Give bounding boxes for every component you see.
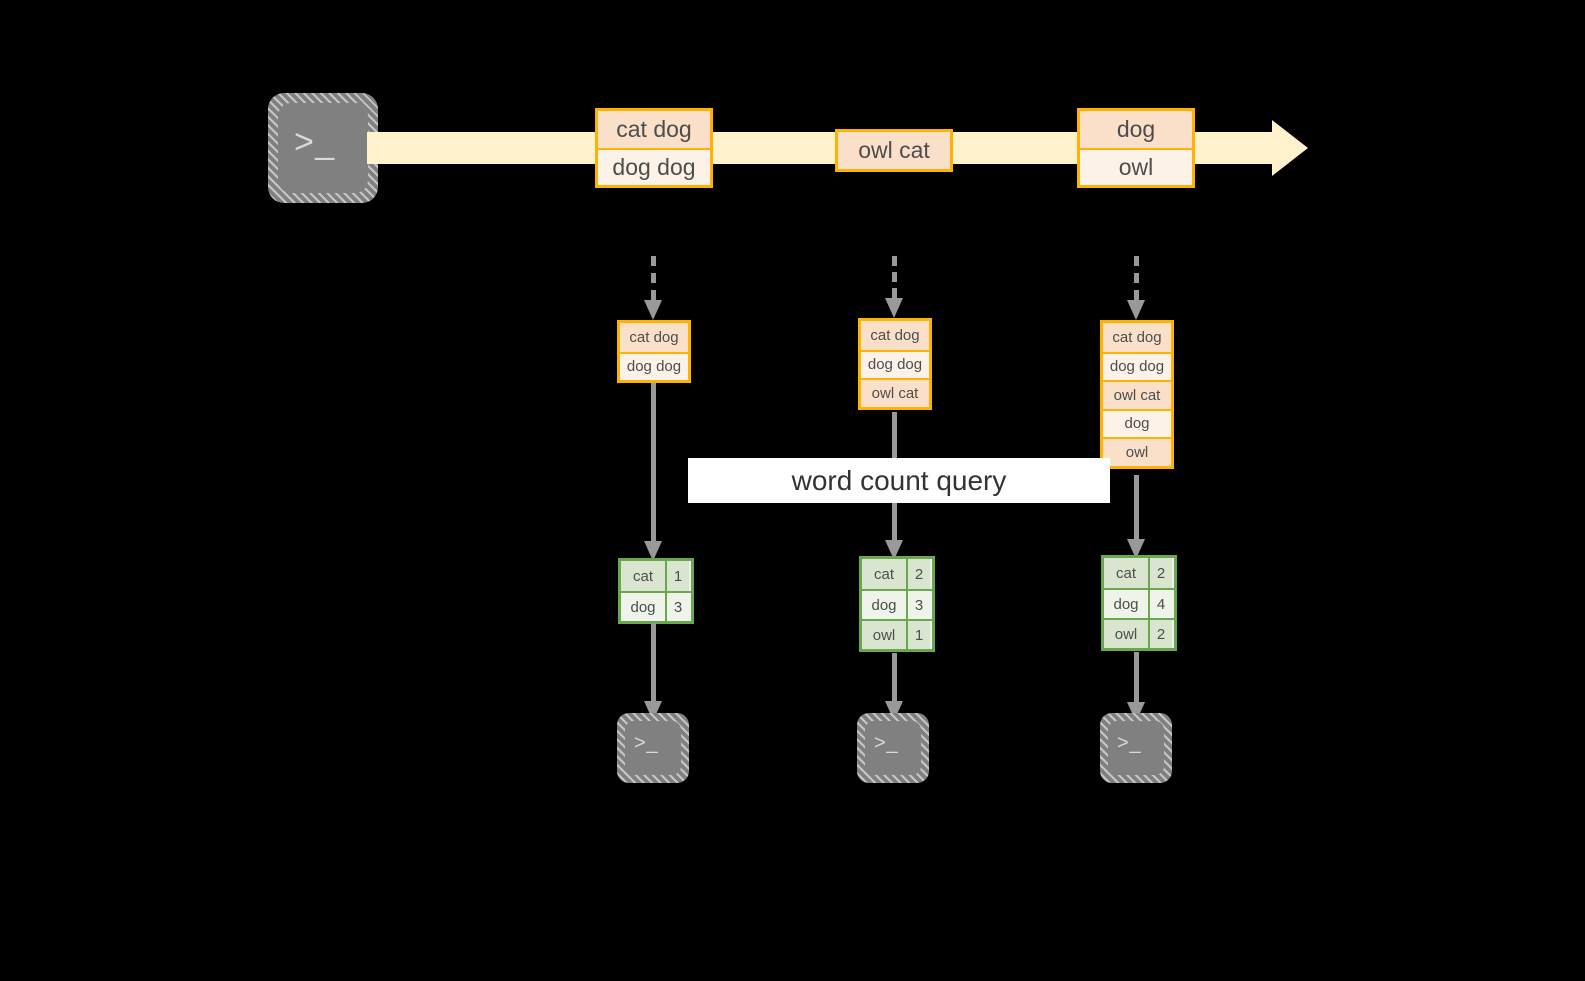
stream-group-2: owl cat (835, 129, 953, 172)
snapshot-input-record: dog (1103, 408, 1171, 437)
snapshot-1-input-stack: cat dog dog dog (617, 320, 691, 383)
stream-to-snapshot-connector-3 (1127, 256, 1145, 320)
query-connector-3 (1127, 475, 1145, 559)
result-row: cat 1 (621, 561, 691, 591)
stream-record: dog dog (598, 148, 710, 185)
result-count: 1 (906, 621, 930, 649)
stream-arrow-head (1272, 120, 1308, 176)
terminal-prompt-glyph: >_ (1117, 732, 1142, 754)
result-row: cat 2 (862, 559, 932, 589)
stream-record: dog (1080, 111, 1192, 148)
snapshot-input-record: cat dog (620, 323, 688, 352)
result-word: dog (621, 593, 665, 621)
result-word: cat (621, 561, 665, 591)
snapshot-input-record: dog dog (1103, 351, 1171, 380)
snapshot-3-input-stack: cat dog dog dog owl cat dog owl (1100, 320, 1174, 469)
result-word: dog (862, 591, 906, 619)
snapshot-input-record: owl (1103, 437, 1171, 466)
stream-record: cat dog (598, 111, 710, 148)
snapshot-2-input-stack: cat dog dog dog owl cat (858, 318, 932, 410)
result-word: owl (862, 621, 906, 649)
result-word: cat (1104, 558, 1148, 588)
stream-record: owl (1080, 148, 1192, 185)
result-count: 2 (1148, 558, 1172, 588)
snapshot-input-record: owl cat (861, 378, 929, 407)
result-row: owl 2 (1104, 618, 1174, 648)
terminal-screen (625, 721, 681, 775)
snapshot-2-sink-terminal-icon: >_ (857, 713, 929, 783)
result-row: dog 3 (621, 591, 691, 621)
snapshot-1-sink-terminal-icon: >_ (617, 713, 689, 783)
result-to-sink-connector-2 (885, 653, 903, 721)
snapshot-3-result-table: cat 2 dog 4 owl 2 (1101, 555, 1177, 651)
result-count: 4 (1148, 590, 1172, 618)
stream-to-snapshot-connector-1 (644, 256, 662, 320)
snapshot-3-sink-terminal-icon: >_ (1100, 713, 1172, 783)
snapshot-1-result-table: cat 1 dog 3 (618, 558, 694, 624)
result-row: dog 3 (862, 589, 932, 619)
result-count: 2 (1148, 620, 1172, 648)
terminal-prompt-glyph: >_ (874, 732, 899, 754)
result-to-sink-connector-1 (644, 623, 662, 721)
result-count: 3 (906, 591, 930, 619)
result-word: dog (1104, 590, 1148, 618)
query-connector-1 (644, 383, 662, 561)
result-count: 1 (665, 561, 689, 591)
terminal-prompt-glyph: >_ (294, 123, 336, 161)
result-row: owl 1 (862, 619, 932, 649)
result-word: owl (1104, 620, 1148, 648)
result-row: cat 2 (1104, 558, 1174, 588)
result-row: dog 4 (1104, 588, 1174, 618)
stream-group-1: cat dog dog dog (595, 108, 713, 188)
query-label-band: word count query (688, 458, 1110, 503)
stream-group-3: dog owl (1077, 108, 1195, 188)
terminal-screen (865, 721, 921, 775)
terminal-screen (1108, 721, 1164, 775)
terminal-prompt-glyph: >_ (634, 732, 659, 754)
result-to-sink-connector-3 (1127, 652, 1145, 722)
query-label-text: word count query (791, 464, 1007, 496)
source-terminal-icon: >_ (268, 93, 378, 203)
result-count: 3 (665, 593, 689, 621)
snapshot-input-record: cat dog (1103, 323, 1171, 352)
result-count: 2 (906, 559, 930, 589)
snapshot-input-record: cat dog (861, 321, 929, 350)
snapshot-input-record: owl cat (1103, 380, 1171, 409)
snapshot-2-result-table: cat 2 dog 3 owl 1 (859, 556, 935, 652)
snapshot-input-record: dog dog (620, 351, 688, 380)
result-word: cat (862, 559, 906, 589)
terminal-screen (278, 103, 368, 193)
stream-record: owl cat (838, 132, 950, 169)
stream-to-snapshot-connector-2 (885, 256, 903, 320)
snapshot-input-record: dog dog (861, 349, 929, 378)
